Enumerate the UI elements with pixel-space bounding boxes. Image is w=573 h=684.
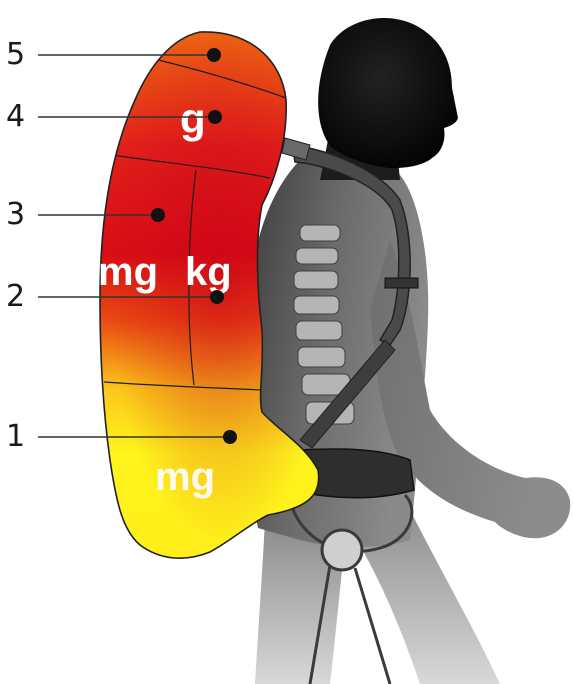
callout-number-5: 5 [6,37,25,72]
callout-dot-2 [210,290,224,304]
zone-label-top: g [180,95,206,142]
callout-number-2: 2 [6,279,25,314]
zone-label-middle-left: mg [98,250,158,294]
callout-dot-5 [207,48,221,62]
zone-label-bottom: mg [155,455,215,499]
callout-dot-4 [208,110,222,124]
callout-number-3: 3 [6,197,25,232]
head [318,18,458,168]
callout-number-4: 4 [6,99,25,134]
load-lifter-buckle [282,138,310,160]
zone-label-middle-right: kg [185,250,232,294]
callout-numbers: 5 4 3 2 1 [6,37,25,454]
hiker-silhouette [243,18,570,684]
callout-number-1: 1 [6,419,25,454]
callout-dot-1 [223,430,237,444]
sternum-strap [385,278,418,288]
callout-dot-3 [151,208,165,222]
